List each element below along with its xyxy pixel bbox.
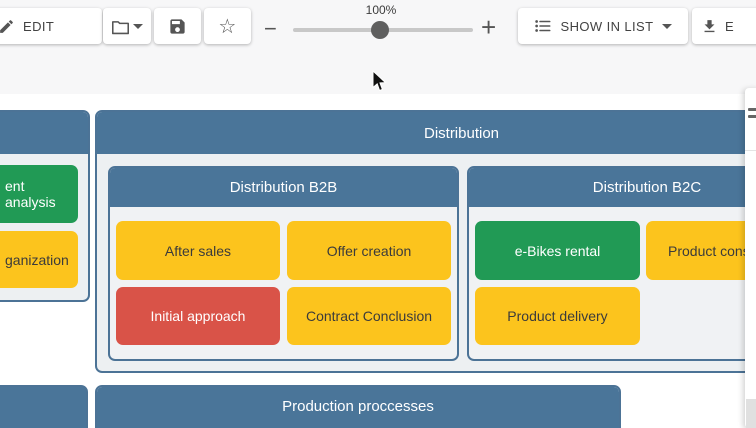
card-label: e-Bikes rental [514,242,601,259]
distribution-b2b-header[interactable]: Distribution B2B [110,168,457,207]
card-label: Contract Conclusion [305,308,433,324]
production-container[interactable]: Production proccesses [95,385,621,428]
distribution-b2c-title: Distribution B2C [592,179,702,196]
production-header[interactable]: Production proccesses [97,387,619,428]
card-label: After sales [164,242,232,259]
show-in-list-button[interactable]: SHOW IN LIST [518,8,688,44]
side-panel[interactable] [745,88,756,428]
save-icon [170,18,185,34]
card-label: Product delivery [507,308,608,324]
panel-item-fragment [746,399,756,428]
list-icon [748,115,756,118]
production-title: Production proccesses [282,398,434,415]
process-card[interactable]: Contract Conclusion [287,287,451,345]
export-button-label: E [725,18,735,34]
distribution-b2c-header[interactable]: Distribution B2C [469,168,756,207]
card-label: Initial approach [150,308,246,324]
process-card[interactable]: Product consu [646,221,756,280]
distribution-b2b-title: Distribution B2B [229,179,338,196]
zoom-slider-handle[interactable] [371,21,389,39]
distribution-title: Distribution [423,124,500,142]
list-icon [748,108,756,111]
star-icon: ☆ [218,15,237,38]
card-label: ganization [5,251,69,268]
open-folder-button[interactable] [103,8,151,44]
list-icon [534,20,551,32]
zoom-out-button[interactable]: − [264,16,277,41]
edit-button[interactable]: EDIT [0,8,102,44]
process-card[interactable]: Offer creation [287,221,451,280]
export-button[interactable]: E [692,8,756,44]
pencil-icon [0,19,13,33]
panel-divider [745,150,756,151]
caret-down-icon [133,23,143,29]
favorite-button[interactable]: ☆ [204,8,251,44]
card-label: Offer creation [326,242,412,259]
left-group-header[interactable] [0,112,88,154]
toolbar: EDIT ☆ − 100% + SHOW IN LIST [0,0,756,94]
process-card[interactable]: Initial approach [116,287,280,345]
distribution-header[interactable]: Distribution [97,112,756,154]
card-label: Product consu [668,242,756,259]
process-card[interactable]: ent analysis [0,165,78,223]
folder-icon [112,20,130,34]
card-label: ent analysis [5,178,56,210]
download-icon [704,19,715,32]
zoom-level-label: 100% [365,3,397,17]
zoom-in-button[interactable]: + [481,12,497,42]
process-card[interactable]: ganization [0,231,78,288]
save-button[interactable] [154,8,201,44]
edit-button-label: EDIT [23,18,55,34]
process-card[interactable]: e-Bikes rental [475,221,640,280]
process-card[interactable]: Product delivery [475,287,640,345]
process-card[interactable]: After sales [116,221,280,280]
bottom-left-container-header[interactable] [0,385,88,428]
show-in-list-label: SHOW IN LIST [560,18,654,34]
caret-down-icon [662,23,673,29]
